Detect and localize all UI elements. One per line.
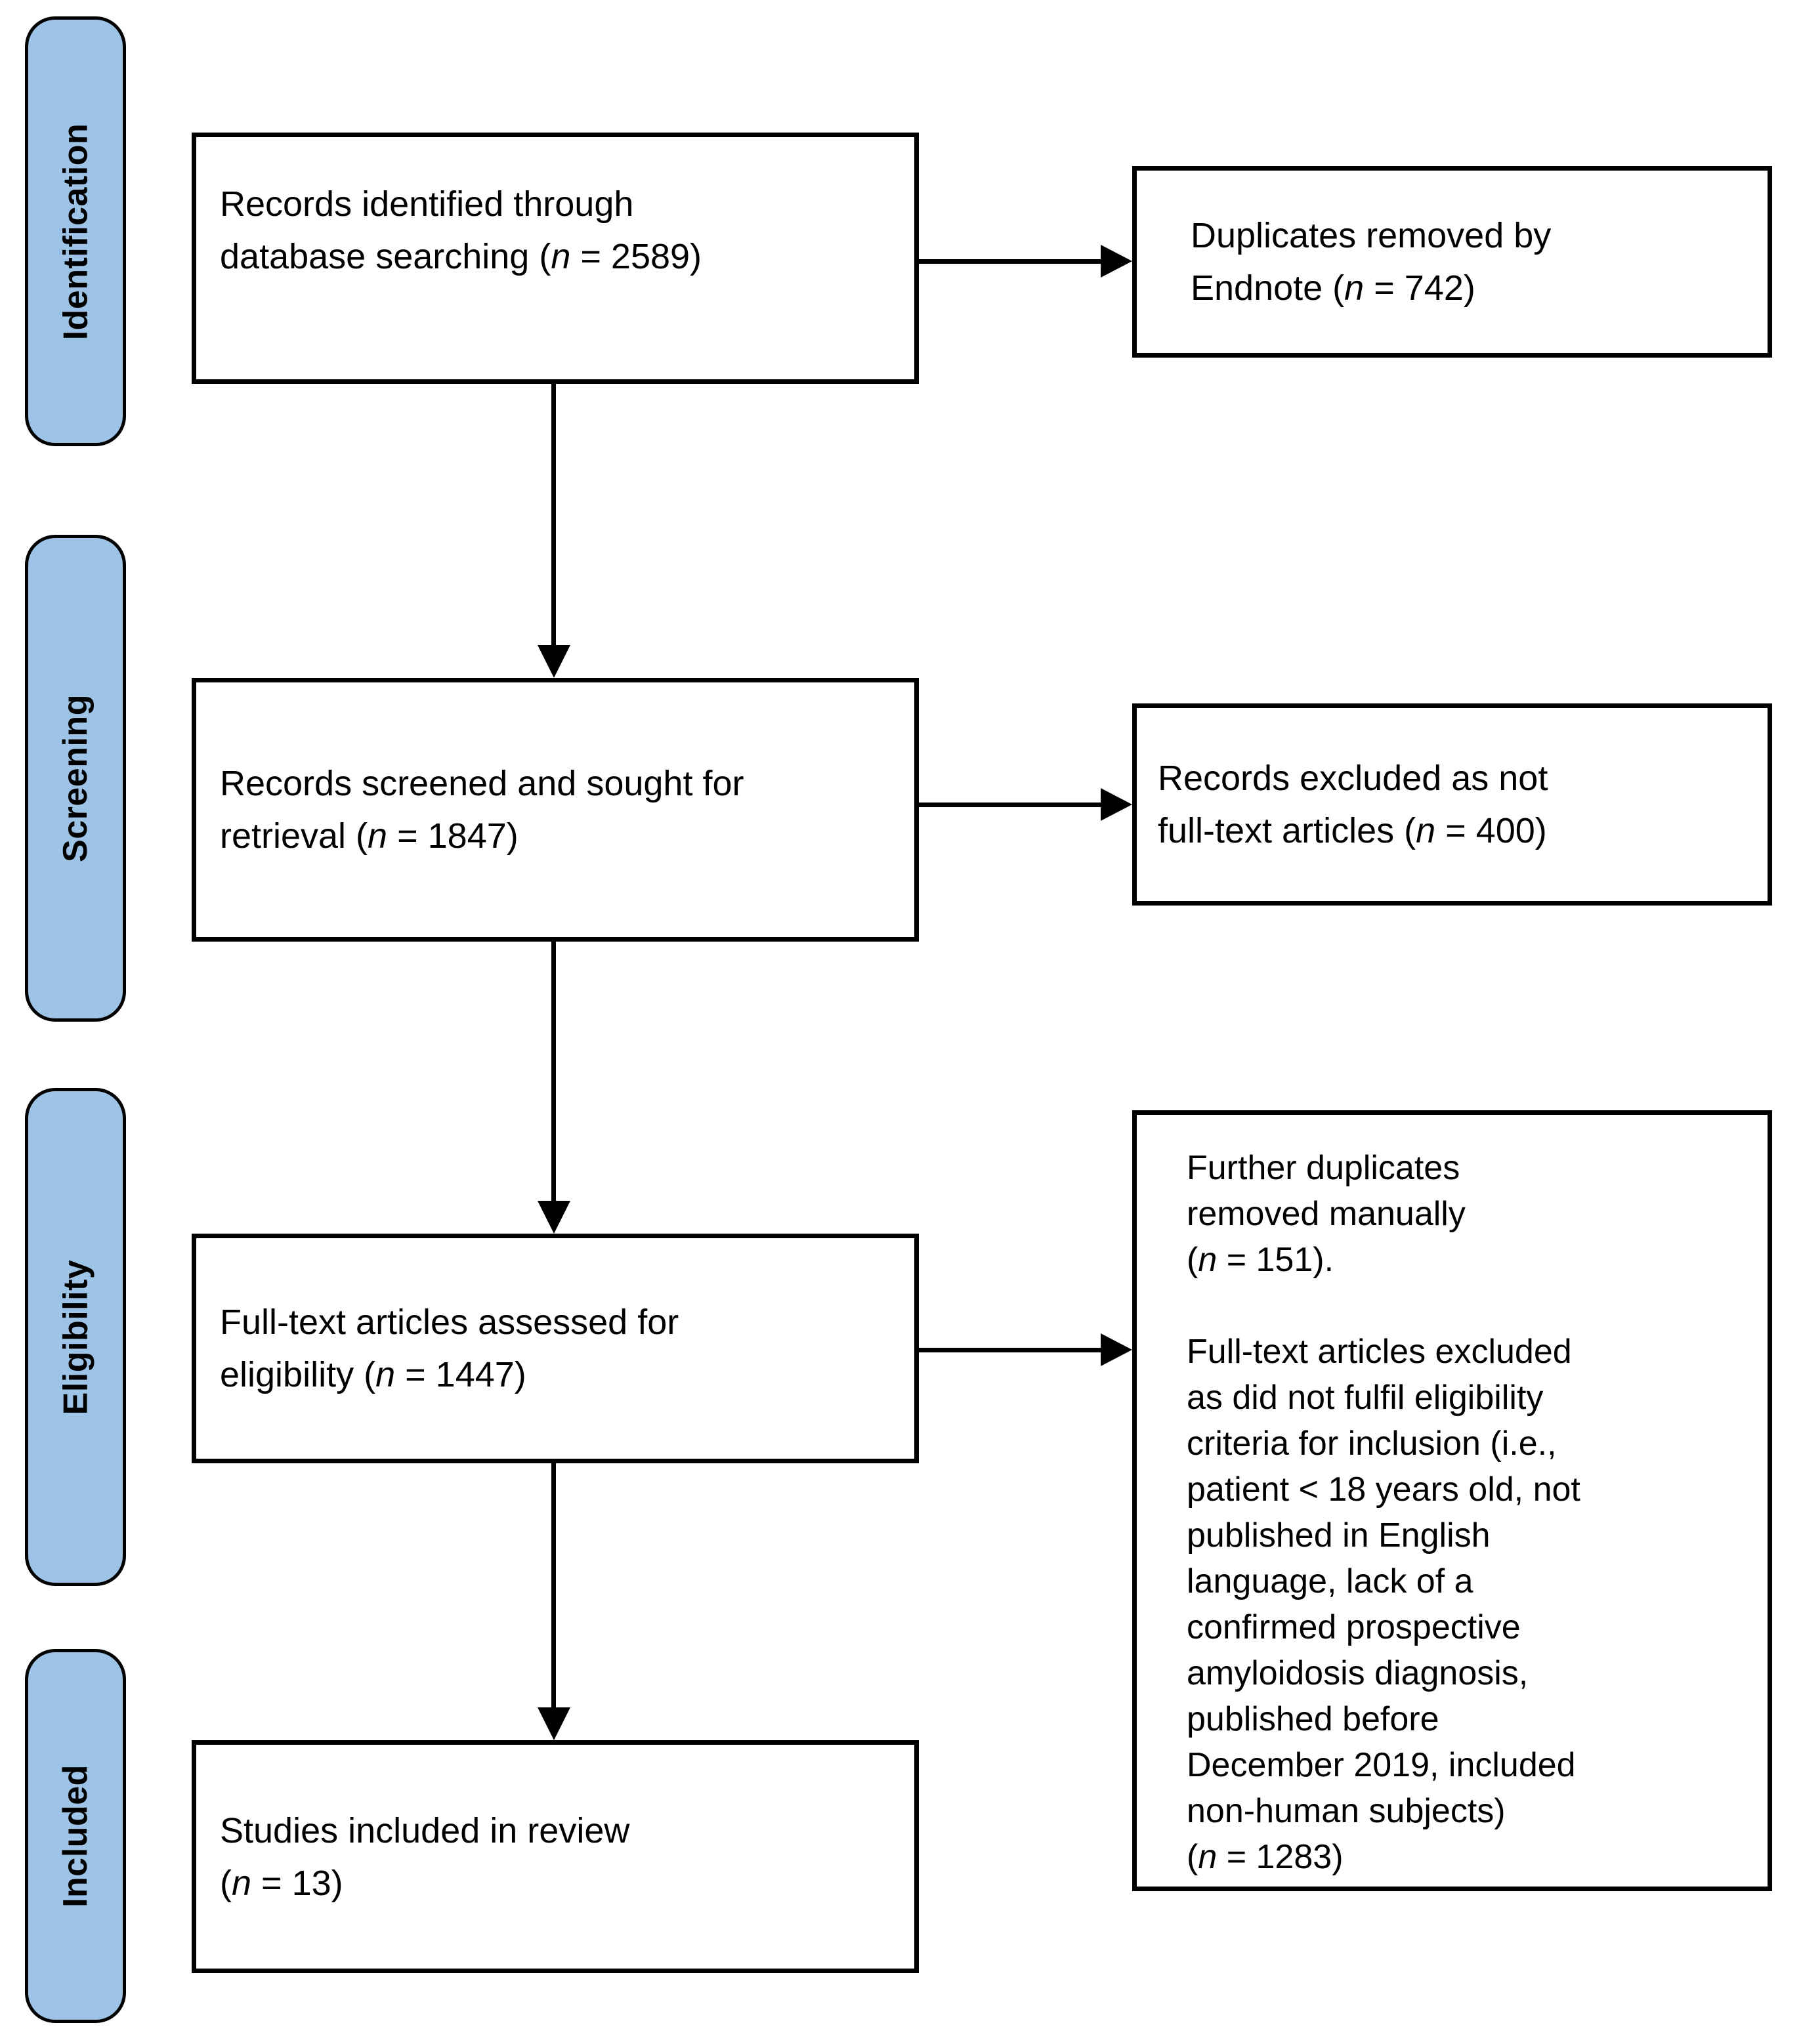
arrow-to-records-excluded-line (919, 803, 1102, 807)
arrow-to-fulltext-excluded-line (919, 1348, 1102, 1352)
stage-included: Included (25, 1649, 126, 2023)
arrow-to-records-excluded-head (1101, 788, 1132, 821)
arrow-to-fulltext-excluded-head (1101, 1333, 1132, 1366)
arrow-identified-to-screened-line (551, 384, 556, 645)
stage-eligibility-label: Eligibility (56, 1259, 95, 1415)
box-studies-included: Studies included in review(n = 13) (192, 1740, 919, 1973)
arrow-assessed-to-included-line (551, 1463, 556, 1707)
arrow-screened-to-assessed-line (551, 942, 556, 1201)
arrow-assessed-to-included-head (538, 1707, 570, 1740)
stage-screening-label: Screening (56, 694, 95, 862)
stage-identification: Identification (25, 16, 126, 446)
arrow-identified-to-screened-head (538, 645, 570, 678)
stage-eligibility: Eligibility (25, 1088, 126, 1586)
stage-screening: Screening (25, 535, 126, 1022)
arrow-to-duplicates-removed-line (919, 259, 1102, 264)
arrow-screened-to-assessed-head (538, 1201, 570, 1234)
stage-identification-label: Identification (56, 123, 95, 340)
box-studies-included-text: Studies included in review(n = 13) (220, 1810, 630, 1903)
stage-included-label: Included (56, 1764, 95, 1908)
arrow-to-duplicates-removed-head (1101, 245, 1132, 278)
